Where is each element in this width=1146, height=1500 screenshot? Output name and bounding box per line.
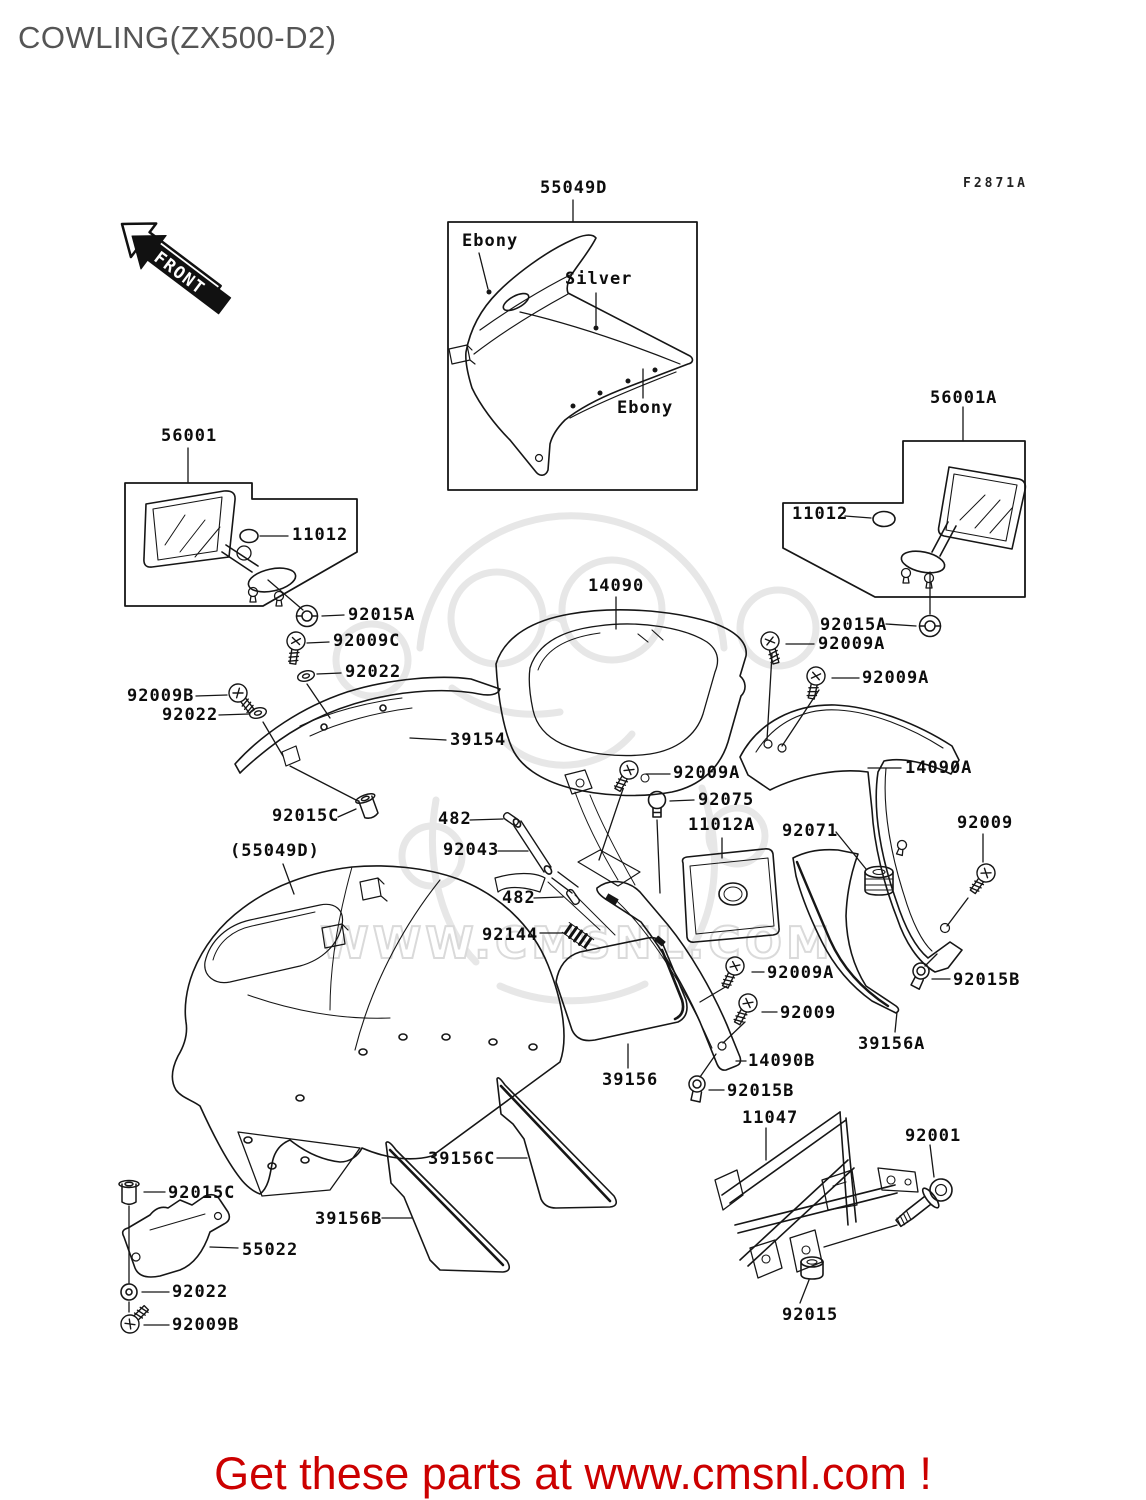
part-label-92001: 92001 [905, 1126, 962, 1146]
part-label-92015B-left: 92015B [727, 1081, 795, 1101]
left-mirror-box [124, 482, 358, 607]
part-label-39156C: 39156C [428, 1149, 496, 1169]
part-label-92022-left: 92022 [162, 705, 219, 725]
part-label-92009C: 92009C [333, 631, 401, 651]
part-label-56001: 56001 [161, 426, 218, 446]
part-label-11012A: 11012A [688, 815, 756, 835]
part-label-39154: 39154 [450, 730, 507, 750]
windshield-39154-drawing [234, 676, 501, 774]
bracket-11047-drawing [714, 1111, 919, 1279]
part-label-92015: 92015 [782, 1305, 839, 1325]
part-label-92009A-mid: 92009A [673, 763, 741, 783]
hardware-fasteners [116, 604, 1000, 1338]
part-label-39156A: 39156A [858, 1034, 926, 1054]
figure-code: F2871A [963, 176, 1028, 191]
part-label-55049D-paren: (55049D) [230, 841, 320, 861]
pad-39156-drawing [555, 936, 688, 1042]
part-label-14090A: 14090A [905, 758, 973, 778]
part-label-11047: 11047 [742, 1108, 799, 1128]
part-label-92015A-right: 92015A [820, 615, 888, 635]
part-label-92144: 92144 [482, 925, 539, 945]
inner-cover-14090A-drawing [739, 704, 963, 973]
part-label-56001A: 56001A [930, 388, 998, 408]
part-label-ebony-top: Ebony [462, 231, 519, 251]
page-title: COWLING(ZX500-D2) [18, 20, 337, 55]
part-label-92009-right: 92009 [957, 813, 1014, 833]
part-label-11012-right: 11012 [792, 504, 849, 524]
part-label-14090B: 14090B [748, 1051, 816, 1071]
part-label-39156: 39156 [602, 1070, 659, 1090]
part-label-92043: 92043 [443, 840, 500, 860]
part-label-92009A-low: 92009A [767, 963, 835, 983]
part-label-14090: 14090 [588, 576, 645, 596]
bracket-55022-drawing [121, 1193, 231, 1278]
cap-11012-left [239, 528, 259, 544]
part-label-92022-upper: 92022 [345, 662, 402, 682]
left-mirror-drawing [143, 490, 297, 607]
part-label-482-upper: 482 [438, 809, 472, 829]
footer-banner[interactable]: Get these parts at www.cmsnl.com ! [0, 1448, 1146, 1500]
part-label-482-lower: 482 [502, 888, 536, 908]
part-label-92015B-right: 92015B [953, 970, 1021, 990]
part-label-92009A-r2: 92009A [862, 668, 930, 688]
nut-92015 [800, 1256, 824, 1280]
part-label-92009A-r1: 92009A [818, 634, 886, 654]
part-label-39156B: 39156B [315, 1209, 383, 1229]
right-mirror-drawing [872, 466, 1027, 589]
main-cowling-drawing [171, 865, 565, 1197]
part-label-ebony-bottom: Ebony [617, 398, 674, 418]
part-label-92009B-lower: 92009B [172, 1315, 240, 1335]
footer-link-text[interactable]: Get these parts at www.cmsnl.com ! [214, 1448, 932, 1499]
meter-cover-14090-drawing [495, 609, 747, 886]
part-label-92015A-left: 92015A [348, 605, 416, 625]
leader-lines [128, 199, 984, 1326]
upper-cowling-drawing [448, 234, 694, 476]
part-label-silver: Silver [565, 269, 633, 289]
right-mirror-box [782, 440, 1026, 598]
cap-11012-right [872, 510, 896, 528]
pad-39156C-drawing [496, 1077, 618, 1209]
part-label-92075: 92075 [698, 790, 755, 810]
panel-11012A-drawing [681, 848, 780, 943]
damper-92071 [864, 865, 894, 896]
part-label-92071: 92071 [782, 821, 839, 841]
part-label-92015C-upper: 92015C [272, 806, 340, 826]
pad-39156B-drawing [385, 1141, 511, 1273]
part-label-55022: 55022 [242, 1240, 299, 1260]
part-label-55049D: 55049D [540, 178, 608, 198]
rod-and-pin-drawing [501, 810, 595, 951]
part-label-11012-left: 11012 [292, 525, 349, 545]
part-label-92015C-lower: 92015C [168, 1183, 236, 1203]
pad-39156A-drawing [792, 848, 900, 1014]
part-label-92009-low: 92009 [780, 1003, 837, 1023]
watermark-mascot-graphic [332, 512, 820, 1005]
part-label-92022-lower: 92022 [172, 1282, 229, 1302]
part-label-92009B-upper: 92009B [127, 686, 195, 706]
front-direction-arrow: FRONT [120, 222, 232, 315]
bolt-92001 [895, 1178, 953, 1228]
